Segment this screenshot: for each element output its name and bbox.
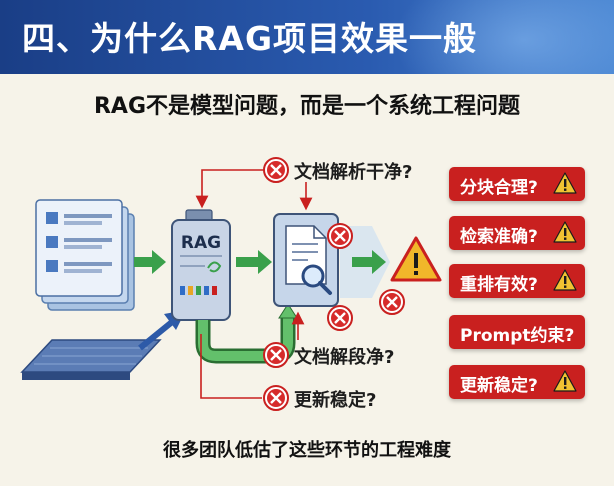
rag-module: RAG	[171, 209, 231, 321]
x-icon-3	[327, 305, 353, 331]
check-item-chunking: 分块合理?	[449, 167, 585, 201]
check-item-rerank: 重排有效?	[449, 264, 585, 298]
warning-icon	[553, 221, 577, 243]
page-title: 四、为什么RAG项目效果一般	[22, 19, 478, 58]
documents-icon	[35, 199, 135, 311]
x-icon-2	[327, 223, 353, 249]
x-icon-6	[263, 385, 289, 411]
question-update-stable: 更新稳定?	[294, 390, 377, 411]
check-item-update: 更新稳定?	[449, 365, 585, 399]
footer-note: 很多团队低估了这些环节的工程难度	[163, 440, 451, 461]
x-icon-1	[263, 157, 289, 183]
x-icon-4	[379, 289, 405, 315]
flow-arrow-3	[352, 250, 386, 274]
red-connectors	[195, 169, 313, 399]
laptop-icon	[20, 339, 162, 380]
check-item-label: 分块合理?	[460, 178, 538, 198]
warning-icon	[553, 172, 577, 194]
check-item-label: 重排有效?	[460, 275, 538, 295]
question-parse-segment: 文档解段净?	[294, 347, 395, 368]
page-subtitle: RAG不是模型问题，而是一个系统工程问题	[93, 94, 521, 119]
feedback-pipe	[195, 303, 298, 364]
check-item-retrieval: 检索准确?	[449, 216, 585, 250]
question-parse-clean: 文档解析干净?	[294, 162, 413, 183]
rag-label: RAG	[181, 233, 221, 253]
flow-arrow-1	[134, 250, 166, 274]
check-item-label: 更新稳定?	[460, 376, 538, 396]
flow-arrow-2	[236, 250, 272, 274]
x-icon-5	[263, 342, 289, 368]
check-item-label: Prompt约束?	[460, 326, 575, 346]
check-item-label: 检索准确?	[460, 227, 538, 247]
warning-icon	[553, 269, 577, 291]
warning-icon	[553, 370, 577, 392]
retrieval-module	[273, 213, 339, 307]
check-item-prompt: Prompt约束?	[449, 315, 585, 349]
warning-icon	[390, 236, 442, 282]
header-banner: 四、为什么RAG项目效果一般	[0, 0, 614, 74]
error-x-icons	[263, 157, 405, 411]
